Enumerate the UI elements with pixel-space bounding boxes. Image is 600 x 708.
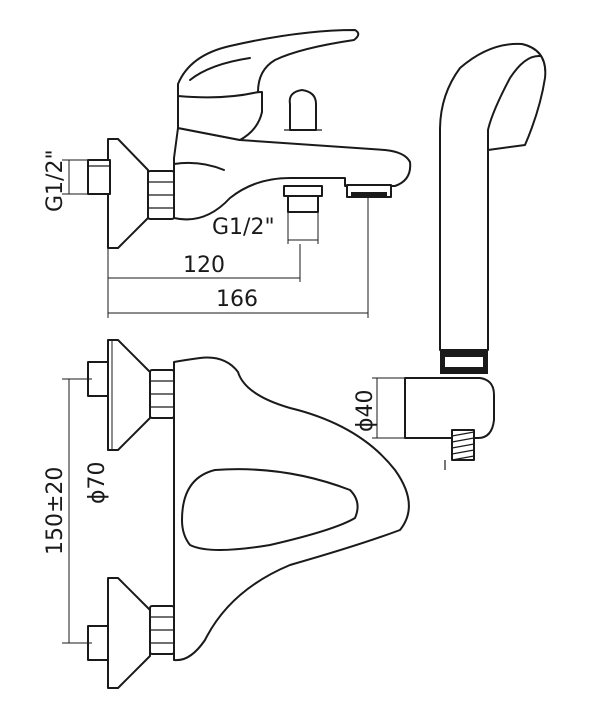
wall-flange bbox=[107, 138, 149, 249]
diverter-knob bbox=[288, 89, 317, 131]
label-diameter-40: ϕ40 bbox=[353, 389, 378, 432]
holder-dimension: ϕ40 bbox=[353, 377, 410, 439]
front-view-dimensions: 150±20 ϕ70 bbox=[43, 340, 113, 644]
lower-flange bbox=[107, 577, 151, 689]
label-length-120: 120 bbox=[183, 253, 225, 278]
label-thread-side: G1/2" bbox=[43, 149, 68, 212]
inlet-pipe bbox=[87, 159, 111, 195]
front-lever bbox=[181, 468, 359, 551]
label-length-166: 166 bbox=[216, 287, 258, 312]
shower-handset bbox=[439, 42, 547, 351]
label-center-distance: 150±20 bbox=[43, 467, 68, 555]
upper-flange bbox=[107, 339, 151, 451]
lever-cartridge bbox=[177, 91, 263, 141]
mixer-side-view bbox=[87, 29, 412, 249]
label-diameter-70: ϕ70 bbox=[85, 461, 110, 504]
mixer-front-view bbox=[87, 339, 410, 689]
wall-holder bbox=[404, 377, 495, 439]
label-thread-outlet: G1/2" bbox=[212, 215, 275, 240]
mixer-body bbox=[173, 127, 412, 221]
hand-shower bbox=[404, 42, 547, 470]
side-view-dimensions: G1/2" G1/2" 120 166 bbox=[43, 149, 369, 318]
outlet-nipple bbox=[283, 185, 323, 197]
lever-handle bbox=[177, 29, 360, 99]
